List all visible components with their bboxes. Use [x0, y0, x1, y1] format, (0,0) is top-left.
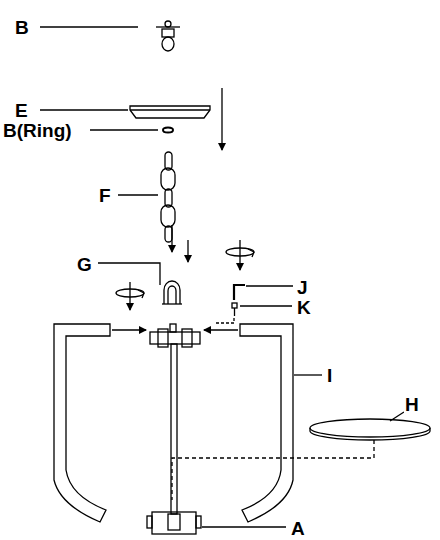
part-label: B — [14, 18, 30, 37]
hidden-line — [214, 318, 234, 323]
leader-line — [118, 194, 158, 195]
chain — [161, 152, 175, 242]
direction-arrow — [171, 225, 172, 252]
direction-arrow — [221, 88, 222, 150]
part-label: A — [290, 519, 306, 538]
leader-line — [40, 109, 128, 110]
rotation-arrow — [226, 240, 254, 270]
side-arm — [240, 324, 293, 522]
rotation-arrow — [116, 282, 144, 310]
hidden-line — [172, 440, 374, 500]
part-label: I — [326, 366, 333, 385]
loop-bolt — [162, 281, 182, 304]
leader-line — [98, 263, 160, 285]
leader-line — [240, 305, 292, 306]
part-label: K — [296, 298, 312, 317]
part-label: B(Ring) — [2, 121, 73, 140]
leader-line — [294, 374, 322, 375]
leader-line — [40, 26, 138, 27]
direction-arrow — [112, 329, 146, 330]
leader-line — [90, 129, 158, 130]
canopy — [130, 106, 210, 118]
direction-arrow — [204, 329, 238, 330]
direction-arrow — [187, 240, 188, 262]
part-label: E — [14, 101, 29, 120]
part-label: G — [76, 255, 93, 274]
screw — [232, 303, 237, 316]
ring — [163, 128, 173, 133]
part-label: F — [98, 186, 112, 205]
center-rod — [150, 324, 200, 514]
side-arm — [54, 324, 110, 522]
leader-line — [202, 526, 286, 527]
disc — [310, 419, 430, 440]
part-label: J — [296, 278, 309, 297]
l-pin — [234, 285, 245, 300]
bottom-hub — [147, 512, 201, 534]
hook-swivel — [156, 21, 180, 51]
part-label: H — [404, 395, 420, 414]
leader-line — [246, 285, 293, 286]
